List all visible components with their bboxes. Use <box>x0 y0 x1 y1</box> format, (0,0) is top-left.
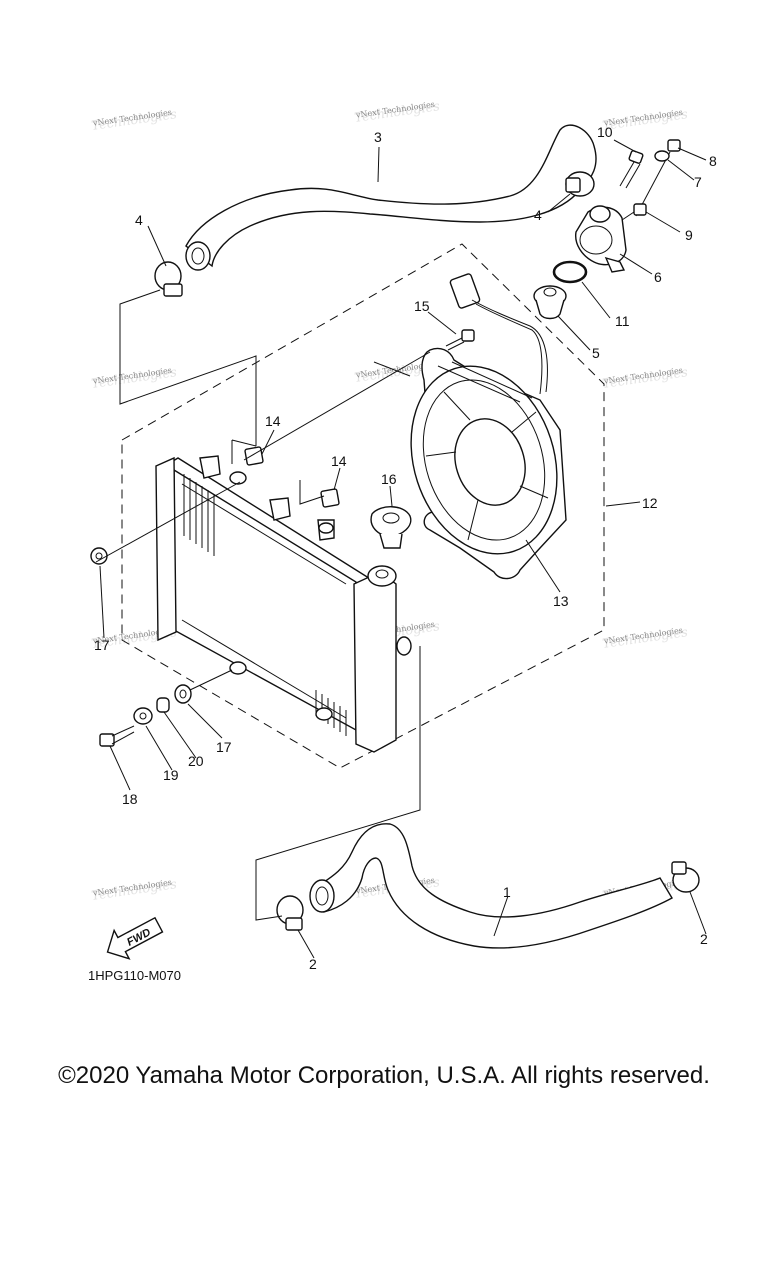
callout-11: 11 <box>615 313 630 329</box>
fwd-arrow: FWD <box>106 916 164 960</box>
callout-19: 19 <box>163 767 179 783</box>
clip-nut-14-b <box>320 488 340 508</box>
o-ring-11 <box>552 260 588 284</box>
radiator <box>155 455 412 753</box>
callout-17: 17 <box>216 739 232 755</box>
watermark: Technologies vNext Technologies <box>601 107 689 134</box>
fan-wiring <box>449 273 548 395</box>
hose-clamp-2-left <box>276 895 304 931</box>
callout-4: 4 <box>135 212 143 228</box>
hose-clamp-4-left <box>154 261 183 297</box>
washer-19 <box>133 707 153 725</box>
callout-2: 2 <box>309 956 317 972</box>
watermark: Technologies vNext Technologies <box>90 107 178 134</box>
hose-clamp-4-right <box>565 171 595 197</box>
watermark: Technologies vNext Technologies <box>353 99 441 126</box>
collar-20 <box>156 697 170 713</box>
grommet-17-upper <box>90 547 108 565</box>
callout-13: 13 <box>553 593 569 609</box>
thermostat-housing <box>575 205 627 273</box>
gasket-7 <box>654 150 670 162</box>
callout-14: 14 <box>265 413 281 429</box>
callout-5: 5 <box>592 345 600 361</box>
callout-10: 10 <box>597 124 613 140</box>
lower-hose <box>309 823 673 949</box>
hose-clamp-2-right <box>671 861 700 893</box>
cooling-system-diagram: Technologies vNext Technologies Technolo… <box>88 99 717 983</box>
callout-8: 8 <box>709 153 717 169</box>
callouts: 1 2 2 3 4 4 5 6 7 8 9 10 11 12 13 14 14 … <box>94 124 717 972</box>
callout-2: 2 <box>700 931 708 947</box>
callout-1: 1 <box>503 884 511 900</box>
watermark: Technologies vNext Technologies <box>601 365 689 392</box>
guide-lines <box>95 289 431 921</box>
callout-20: 20 <box>188 753 204 769</box>
callout-14: 14 <box>331 453 347 469</box>
bolt-15 <box>445 329 475 351</box>
thermostat-5 <box>533 285 567 320</box>
diagram-code: 1HPG110-M070 <box>88 968 181 983</box>
callout-12: 12 <box>642 495 658 511</box>
callout-16: 16 <box>381 471 397 487</box>
clip-nut-14-a <box>244 446 264 466</box>
leader-lines <box>99 139 707 959</box>
callout-6: 6 <box>654 269 662 285</box>
grommet-17-lower <box>174 684 192 704</box>
callout-3: 3 <box>374 129 382 145</box>
callout-18: 18 <box>122 791 138 807</box>
bolt-18 <box>99 725 135 747</box>
callout-15: 15 <box>414 298 430 314</box>
copyright-notice: ©2020 Yamaha Motor Corporation, U.S.A. A… <box>58 1062 710 1089</box>
callout-7: 7 <box>694 174 702 190</box>
bolt-10 <box>619 150 644 189</box>
fwd-label: FWD <box>125 926 153 948</box>
bolt-9 <box>621 203 647 221</box>
fan-motor-assembly <box>410 347 567 580</box>
radiator-cap-16 <box>370 506 412 549</box>
callout-17: 17 <box>94 637 110 653</box>
watermark: Technologies vNext Technologies <box>90 877 178 904</box>
callout-9: 9 <box>685 227 693 243</box>
watermark: Technologies vNext Technologies <box>601 625 689 652</box>
assembly-outline <box>121 243 605 769</box>
upper-hose <box>185 124 597 271</box>
callout-4: 4 <box>534 207 542 223</box>
